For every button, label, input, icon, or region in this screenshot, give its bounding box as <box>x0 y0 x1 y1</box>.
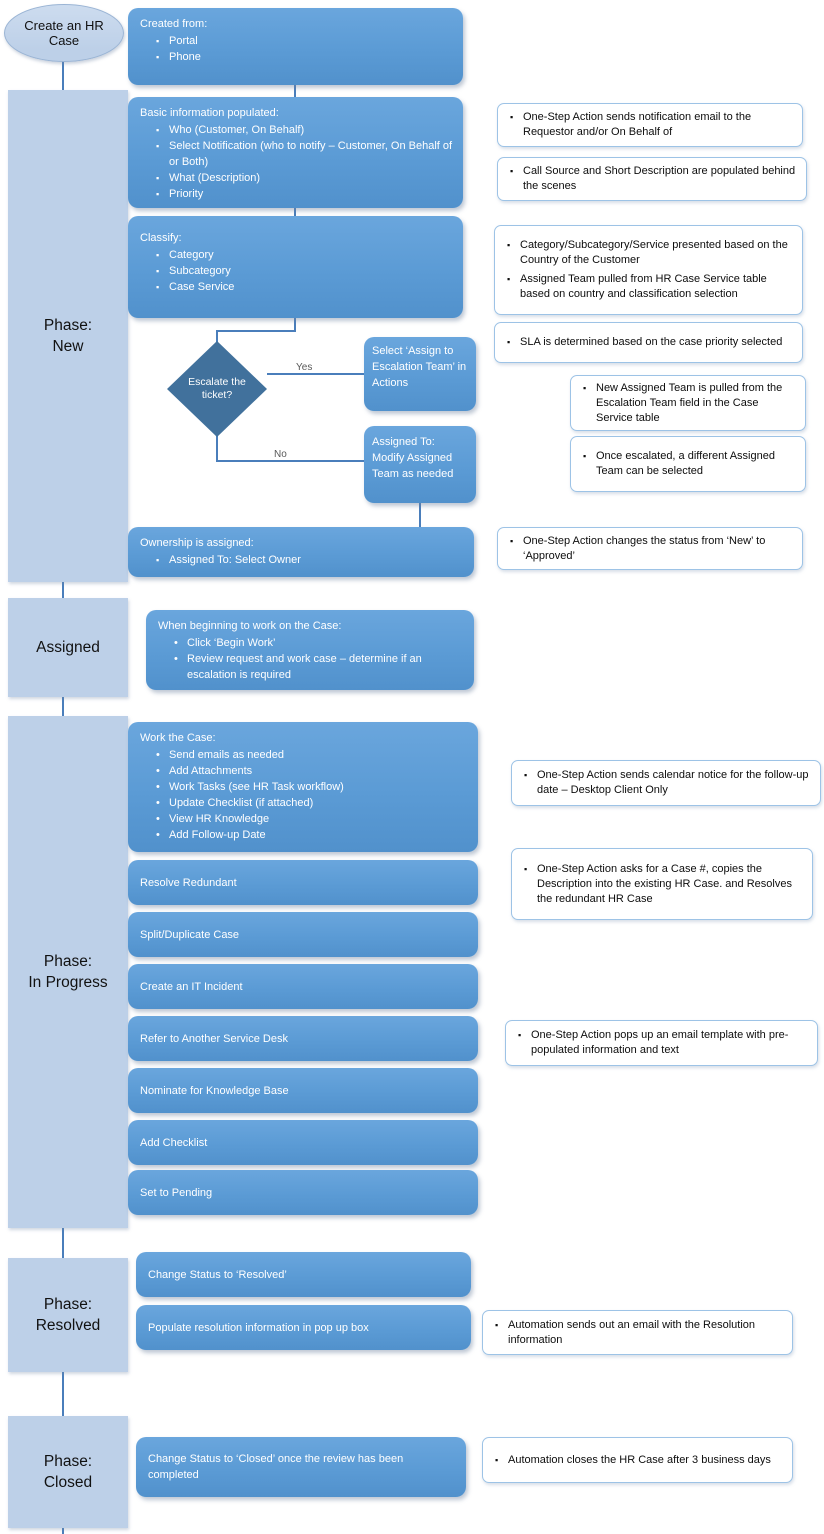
action-refer-service-desk: Refer to Another Service Desk <box>128 1016 478 1061</box>
classify-title: Classify: <box>140 232 182 244</box>
callout-item: One-Step Action sends notification email… <box>508 110 792 140</box>
connector-nobox-ownership <box>419 502 421 528</box>
list-item: Phone <box>156 49 453 65</box>
callout-item: One-Step Action changes the status from … <box>508 534 792 564</box>
basic-info-box: Basic information populated: Who (Custom… <box>128 97 463 208</box>
work-case-box: Work the Case: Send emails as needed Add… <box>128 722 478 852</box>
list-item: Add Follow-up Date <box>156 827 468 843</box>
action-resolve-redundant: Resolve Redundant <box>128 860 478 905</box>
callout-item: SLA is determined based on the case prio… <box>505 335 792 350</box>
edge-label-yes: Yes <box>294 362 315 373</box>
connector-yes <box>267 373 364 375</box>
classify-list: Category Subcategory Case Service <box>156 247 453 295</box>
escalation-yes-box: Select ‘Assign to Escalation Team’ in Ac… <box>364 337 476 411</box>
ownership-list: Assigned To: Select Owner <box>156 552 464 568</box>
basic-info-list: Who (Customer, On Behalf) Select Notific… <box>156 122 453 202</box>
connector-start-to-new <box>62 58 64 92</box>
list-item: Review request and work case – determine… <box>174 651 464 683</box>
created-from-box: Created from: Portal Phone <box>128 8 463 85</box>
edge-label-no: No <box>272 449 289 460</box>
phase-bar-resolved: Phase: Resolved <box>8 1258 128 1372</box>
list-item: Priority <box>156 186 453 202</box>
list-item: Portal <box>156 33 453 49</box>
connector-createdfrom-basicinfo <box>294 84 296 97</box>
phase-bar-new: Phase: New <box>8 90 128 582</box>
callout-item: Once escalated, a different Assigned Tea… <box>581 449 795 479</box>
start-oval: Create an HR Case <box>4 4 124 62</box>
action-split-duplicate: Split/Duplicate Case <box>128 912 478 957</box>
phase-bar-assigned: Assigned <box>8 598 128 697</box>
callout-item: Automation closes the HR Case after 3 bu… <box>493 1453 782 1468</box>
created-from-title: Created from: <box>140 18 208 30</box>
ownership-box: Ownership is assigned: Assigned To: Sele… <box>128 527 474 577</box>
connector-basicinfo-classify <box>294 206 296 216</box>
connector-new-assigned <box>62 582 64 598</box>
begin-work-list: Click ‘Begin Work’ Review request and wo… <box>174 635 464 683</box>
action-create-it-incident: Create an IT Incident <box>128 964 478 1009</box>
callout-auto-close: Automation closes the HR Case after 3 bu… <box>482 1437 793 1483</box>
list-item: Category <box>156 247 453 263</box>
escalate-decision-diamond: Escalate the ticket? <box>167 341 267 437</box>
list-item: Click ‘Begin Work’ <box>174 635 464 651</box>
callout-new-assigned-team: New Assigned Team is pulled from the Esc… <box>570 375 806 431</box>
callout-resolution-email: Automation sends out an email with the R… <box>482 1310 793 1355</box>
work-case-list: Send emails as needed Add Attachments Wo… <box>156 747 468 843</box>
callout-item: Automation sends out an email with the R… <box>493 1318 782 1348</box>
basic-info-title: Basic information populated: <box>140 107 279 119</box>
callout-email-template: One-Step Action pops up an email templat… <box>505 1020 818 1066</box>
callout-item: One-Step Action sends calendar notice fo… <box>522 768 810 798</box>
list-item: Send emails as needed <box>156 747 468 763</box>
callout-item: One-Step Action pops up an email templat… <box>516 1028 807 1058</box>
callout-item: One-Step Action asks for a Case #, copie… <box>522 862 802 907</box>
callout-status-change: One-Step Action changes the status from … <box>497 527 803 570</box>
list-item: Case Service <box>156 279 453 295</box>
closed-step-change-status: Change Status to ‘Closed’ once the revie… <box>136 1437 466 1497</box>
connector-classify-down <box>294 318 296 332</box>
callout-sla: SLA is determined based on the case prio… <box>494 322 803 363</box>
connector-no-down <box>216 436 218 462</box>
list-item: Assigned To: Select Owner <box>156 552 464 568</box>
list-item: Work Tasks (see HR Task workflow) <box>156 779 468 795</box>
connector-resolved-closed <box>62 1372 64 1416</box>
list-item: Who (Customer, On Behalf) <box>156 122 453 138</box>
classify-box: Classify: Category Subcategory Case Serv… <box>128 216 463 318</box>
list-item: Update Checklist (if attached) <box>156 795 468 811</box>
callout-calendar-notice: One-Step Action sends calendar notice fo… <box>511 760 821 806</box>
created-from-list: Portal Phone <box>156 33 453 65</box>
connector-no-right <box>216 460 364 462</box>
list-item: View HR Knowledge <box>156 811 468 827</box>
callout-call-source: Call Source and Short Description are po… <box>497 157 807 201</box>
decision-label: Escalate the ticket? <box>188 376 246 401</box>
list-item: Subcategory <box>156 263 453 279</box>
callout-item: Call Source and Short Description are po… <box>508 164 796 194</box>
callout-item: Assigned Team pulled from HR Case Servic… <box>505 272 792 302</box>
list-item: Select Notification (who to notify – Cus… <box>156 138 453 170</box>
callout-item: New Assigned Team is pulled from the Esc… <box>581 381 795 426</box>
callout-item: Category/Subcategory/Service presented b… <box>505 238 792 268</box>
resolved-step-populate-resolution: Populate resolution information in pop u… <box>136 1305 471 1350</box>
action-set-to-pending: Set to Pending <box>128 1170 478 1215</box>
phase-bar-closed: Phase: Closed <box>8 1416 128 1528</box>
begin-work-box: When beginning to work on the Case: Clic… <box>146 610 474 690</box>
ownership-title: Ownership is assigned: <box>140 537 254 549</box>
start-label: Create an HR Case <box>24 18 104 48</box>
phase-bar-in-progress: Phase: In Progress <box>8 716 128 1228</box>
action-add-checklist: Add Checklist <box>128 1120 478 1165</box>
escalation-no-box: Assigned To: Modify Assigned Team as nee… <box>364 426 476 503</box>
resolved-step-change-status: Change Status to ‘Resolved’ <box>136 1252 471 1297</box>
connector-to-diamond <box>216 330 218 343</box>
action-nominate-kb: Nominate for Knowledge Base <box>128 1068 478 1113</box>
connector-inprogress-resolved <box>62 1228 64 1258</box>
work-case-title: Work the Case: <box>140 732 216 744</box>
callout-category-assigned-team: Category/Subcategory/Service presented b… <box>494 225 803 315</box>
connector-classify-elbow <box>216 330 296 332</box>
begin-work-title: When beginning to work on the Case: <box>158 620 342 632</box>
connector-closed-end <box>62 1528 64 1534</box>
callout-case-number: One-Step Action asks for a Case #, copie… <box>511 848 813 920</box>
callout-notification-email: One-Step Action sends notification email… <box>497 103 803 147</box>
list-item: What (Description) <box>156 170 453 186</box>
callout-once-escalated: Once escalated, a different Assigned Tea… <box>570 436 806 492</box>
list-item: Add Attachments <box>156 763 468 779</box>
connector-assigned-inprogress <box>62 697 64 716</box>
